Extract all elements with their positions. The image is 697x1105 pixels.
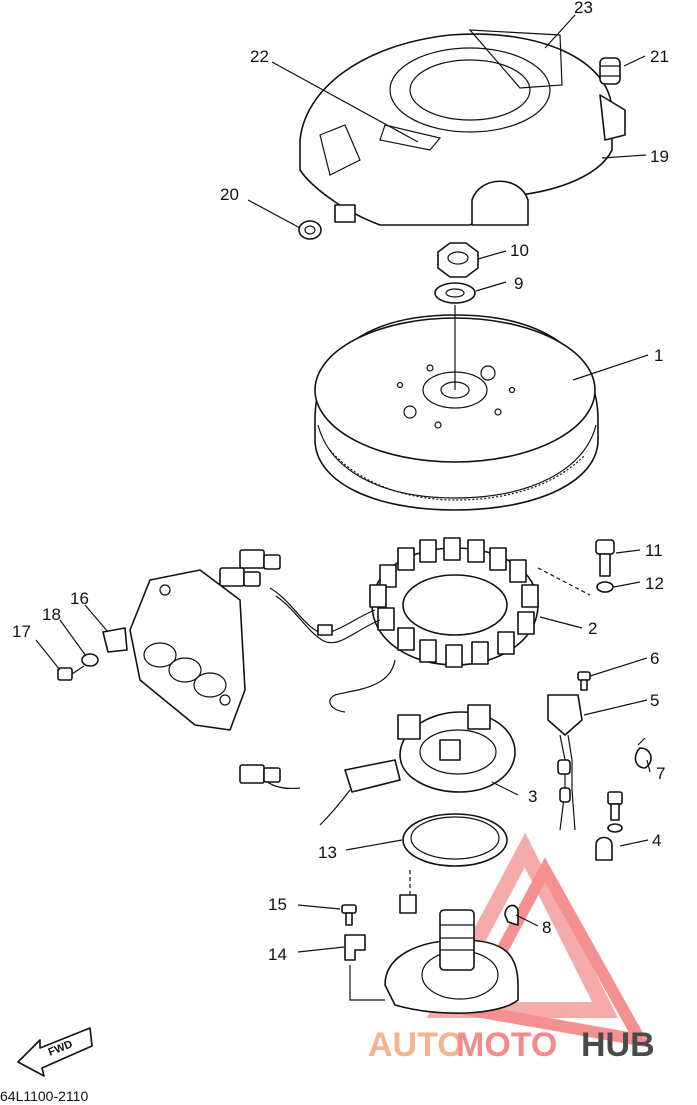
leader-lines xyxy=(35,14,651,953)
flywheel-cover xyxy=(299,29,626,226)
pulser-coil-3 xyxy=(239,704,516,826)
grommet-21 xyxy=(599,57,621,85)
callout-6: 6 xyxy=(650,649,659,668)
key-8 xyxy=(504,904,519,926)
callout-21: 21 xyxy=(650,47,669,66)
callout-15: 15 xyxy=(268,895,287,914)
bolt-17 xyxy=(57,665,85,681)
callout-10: 10 xyxy=(510,241,529,260)
callout-labels: 23 22 21 19 20 10 9 1 11 12 2 6 5 7 3 4 … xyxy=(12,0,669,964)
clip-16 xyxy=(102,627,128,653)
callout-4: 4 xyxy=(652,831,661,850)
grommet-20 xyxy=(298,220,322,240)
flywheel-magneto-1 xyxy=(314,305,599,511)
washer-9 xyxy=(434,282,476,304)
ring-13 xyxy=(402,813,508,867)
callout-14: 14 xyxy=(268,945,287,964)
stator-wire-harness xyxy=(219,549,396,713)
callout-5: 5 xyxy=(650,691,659,710)
clip-7 xyxy=(634,737,652,769)
callout-8: 8 xyxy=(542,918,551,937)
crankcase-base xyxy=(349,894,519,1015)
callout-18: 18 xyxy=(42,605,61,624)
callout-19: 19 xyxy=(650,147,669,166)
callout-23: 23 xyxy=(574,0,593,17)
sensor-5 xyxy=(547,694,583,831)
housing-plate xyxy=(129,569,246,731)
callout-11: 11 xyxy=(645,541,663,560)
forward-arrow: FWD xyxy=(17,1027,93,1077)
watermark-text: AUTO MOTO HUB xyxy=(368,1026,655,1064)
drawing-code: 64L1100-2110 xyxy=(0,1088,88,1104)
callout-9: 9 xyxy=(514,274,523,293)
stator-coil-2 xyxy=(369,537,539,668)
bolt-11 xyxy=(595,539,615,577)
callout-3: 3 xyxy=(528,787,537,806)
callout-1: 1 xyxy=(654,346,663,365)
washer-18 xyxy=(81,653,99,667)
watermark-logo xyxy=(426,832,652,1049)
watermark-part1: AUTO xyxy=(368,1026,464,1064)
callout-12: 12 xyxy=(645,574,664,593)
callout-20: 20 xyxy=(220,185,239,204)
clamp-4 xyxy=(595,791,623,861)
callout-22: 22 xyxy=(250,47,269,66)
screw-6 xyxy=(577,671,591,691)
flywheel-nut-10 xyxy=(437,242,479,278)
watermark-part3: HUB xyxy=(581,1026,655,1064)
callout-16: 16 xyxy=(70,589,89,608)
callout-17: 17 xyxy=(12,622,31,641)
callout-13: 13 xyxy=(318,843,337,862)
watermark-part2: MOTO xyxy=(456,1026,557,1064)
callout-7: 7 xyxy=(656,764,665,783)
screw-15 xyxy=(341,904,357,926)
bracket-14 xyxy=(344,934,366,961)
callout-2: 2 xyxy=(588,619,597,638)
washer-12 xyxy=(596,581,614,593)
